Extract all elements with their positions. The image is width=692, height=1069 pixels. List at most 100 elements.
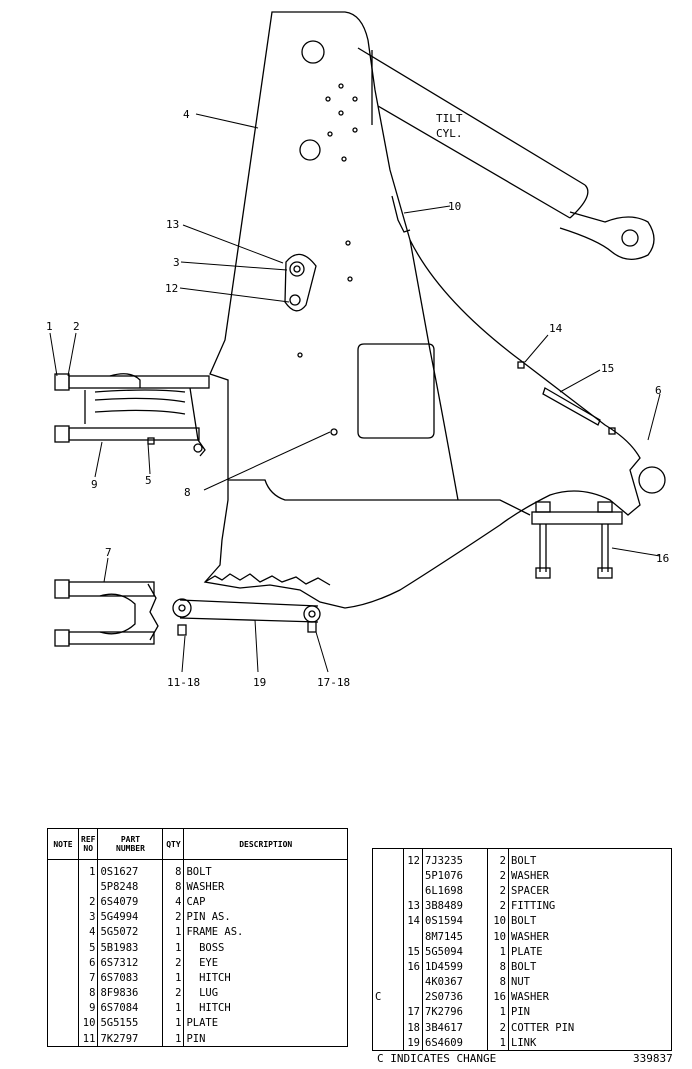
cell-description: BOSS — [183, 939, 348, 956]
cell-description: FRAME AS. — [183, 924, 348, 940]
cell-qty: 1 — [487, 1004, 509, 1021]
cell-part-number: 6S7083 — [97, 970, 163, 986]
callout-12: 12 — [165, 282, 178, 295]
cell-ref: 15 — [403, 944, 423, 960]
cell-ref: 11 — [77, 1031, 98, 1047]
eye — [638, 466, 666, 494]
cell-ref: 6 — [77, 955, 98, 971]
label-cyl: CYL. — [436, 127, 463, 140]
exploded-parts-drawing: 4 10 13 3 12 1 2 5 9 8 14 15 6 16 7 11-1… — [46, 11, 669, 689]
cell-part-number: 5G5094 — [422, 944, 488, 960]
header-description: DESCRIPTION — [183, 828, 348, 860]
cell-note — [372, 959, 404, 975]
callout-16: 16 — [656, 552, 669, 565]
cell-qty: 1 — [162, 924, 184, 940]
cell-note — [47, 859, 79, 880]
cell-part-number: 5P8248 — [97, 879, 163, 895]
cell-ref — [403, 989, 423, 1005]
cell-note — [47, 894, 79, 910]
cell-part-number: 1D4599 — [422, 959, 488, 975]
cell-description: BOLT — [508, 959, 672, 975]
cell-part-number: 0S1594 — [422, 913, 488, 929]
callout-7: 7 — [105, 546, 112, 559]
cell-description: PIN AS. — [183, 909, 348, 925]
cell-note — [372, 1035, 404, 1051]
callout-15: 15 — [601, 362, 614, 375]
cell-qty: 1 — [162, 1000, 184, 1016]
cell-part-number: 5G5072 — [97, 924, 163, 940]
cell-part-number: 5B1983 — [97, 939, 163, 956]
cell-description: BOLT — [183, 859, 348, 880]
cell-qty: 8 — [162, 859, 184, 880]
cell-qty: 2 — [162, 985, 184, 1001]
drawing-id: 339837 — [633, 1052, 673, 1065]
cell-note — [372, 974, 404, 990]
cell-ref: 10 — [77, 1015, 98, 1032]
cell-ref: 4 — [77, 924, 98, 940]
header-qty: QTY — [162, 828, 185, 860]
cell-ref: 18 — [403, 1020, 423, 1036]
cell-note — [47, 879, 79, 895]
callout-9: 9 — [91, 478, 98, 491]
cell-note — [372, 1004, 404, 1021]
label-tilt: TILT — [436, 112, 463, 125]
cell-note — [47, 955, 79, 971]
cell-description: HITCH — [183, 1000, 348, 1016]
callout-labels: 4 10 13 3 12 1 2 5 9 8 14 15 6 16 7 11-1… — [46, 108, 669, 689]
callout-5: 5 — [145, 474, 152, 487]
cell-description: PLATE — [508, 944, 672, 960]
callout-17-18: 17-18 — [317, 676, 350, 689]
cell-note — [47, 924, 79, 940]
cell-ref: 8 — [77, 985, 98, 1001]
cell-qty: 10 — [487, 913, 509, 929]
link — [172, 598, 321, 636]
cell-note — [372, 944, 404, 960]
cell-description: CAP — [183, 894, 348, 910]
cell-qty: 1 — [162, 1031, 184, 1047]
cell-description: HITCH — [183, 970, 348, 986]
callout-6: 6 — [655, 384, 662, 397]
cell-part-number: 5G5155 — [97, 1015, 163, 1032]
callout-13: 13 — [166, 218, 179, 231]
cell-description: PIN — [508, 1004, 672, 1021]
cell-qty: 1 — [162, 939, 184, 956]
cell-note — [47, 970, 79, 986]
cell-part-number: 7J3235 — [422, 848, 488, 869]
plate-15 — [517, 361, 616, 435]
lower-hitch — [54, 579, 159, 647]
cell-ref: 19 — [403, 1035, 423, 1051]
cell-part-number: 6L1698 — [422, 883, 488, 899]
cell-part-number: 6S7312 — [97, 955, 163, 971]
cell-note — [372, 928, 404, 945]
cell-description: COTTER PIN — [508, 1020, 672, 1036]
cell-ref — [403, 928, 423, 945]
cell-description: WASHER — [508, 928, 672, 945]
callout-2: 2 — [73, 320, 80, 333]
cell-note — [372, 868, 404, 884]
callout-10: 10 — [448, 200, 461, 213]
cell-qty: 2 — [487, 848, 509, 869]
cell-part-number: 3B8489 — [422, 898, 488, 914]
cell-description: NUT — [508, 974, 672, 990]
cell-qty: 1 — [487, 944, 509, 960]
cell-ref: 2 — [77, 894, 98, 910]
cell-qty: 8 — [487, 974, 509, 990]
